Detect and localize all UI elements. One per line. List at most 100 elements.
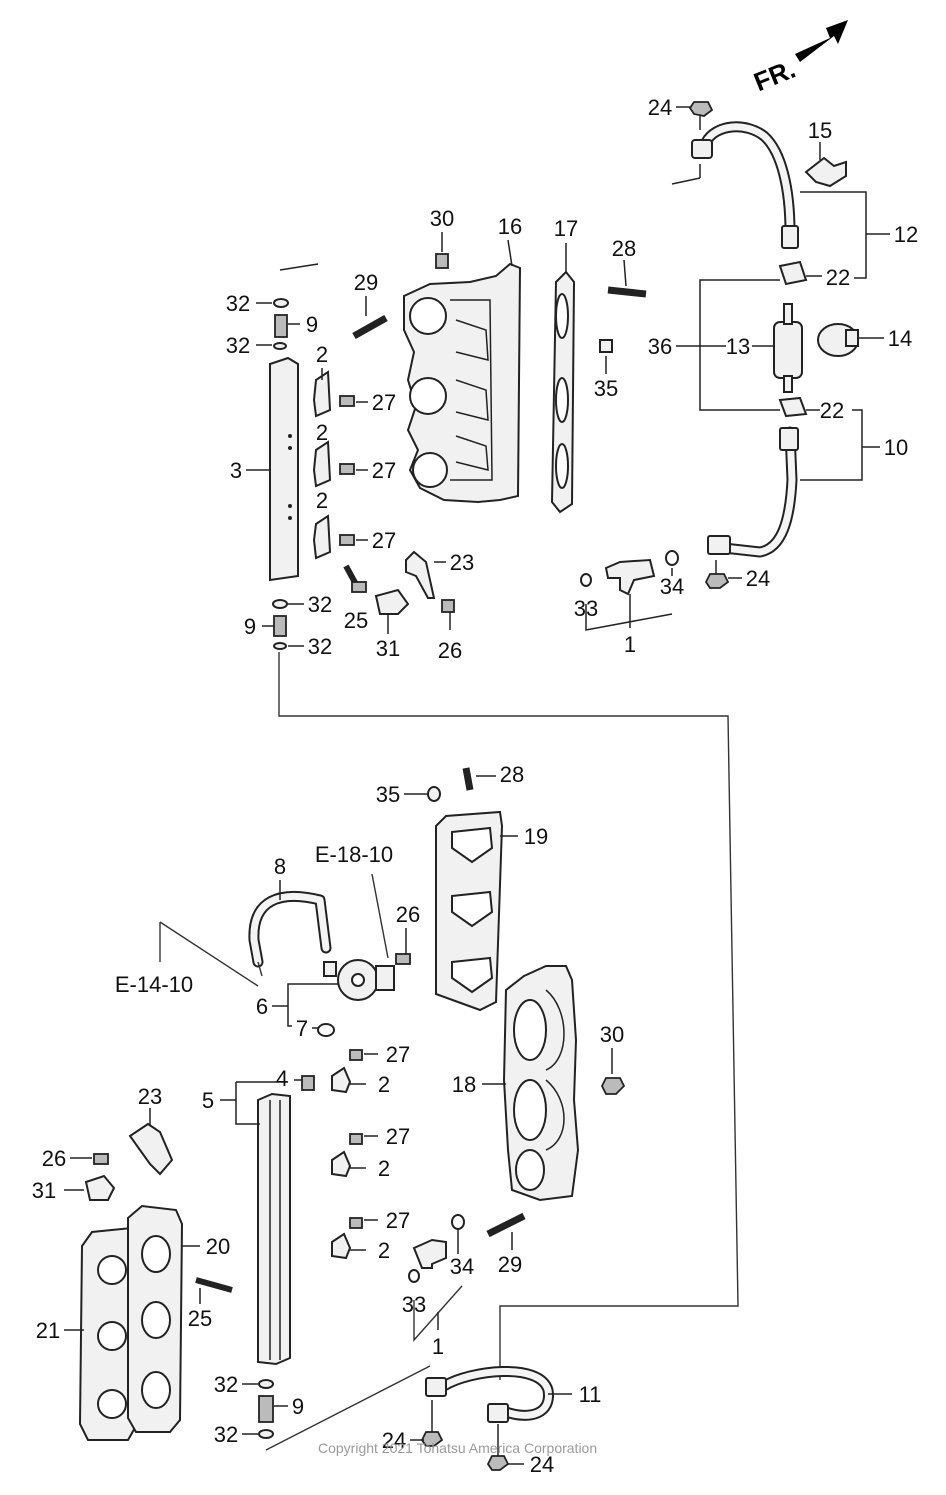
callout-19: 19 xyxy=(524,824,548,849)
callout-12: 12 xyxy=(894,222,918,247)
callout-35-upper: 35 xyxy=(594,376,618,401)
callout-26-lower-b: 26 xyxy=(42,1146,66,1171)
fuel-hose-11 xyxy=(425,1366,554,1423)
callout-34-lower: 34 xyxy=(450,1254,474,1279)
callout-16: 16 xyxy=(498,214,522,239)
callout-1-upper: 1 xyxy=(624,632,636,657)
front-direction-marker: FR. xyxy=(750,20,848,97)
bolt-26-lower xyxy=(93,1153,109,1165)
callout-25-upper: 25 xyxy=(344,608,368,633)
bracket-23-upper xyxy=(405,550,455,613)
callout-33-lower: 33 xyxy=(402,1292,426,1317)
callout-28-upper: 28 xyxy=(612,236,636,261)
seals-and-filter-lower xyxy=(258,1365,431,1451)
callout-18: 18 xyxy=(452,1072,476,1097)
callout-35-lower: 35 xyxy=(376,782,400,807)
callout-27-upper-a: 27 xyxy=(372,390,396,415)
callout-1-lower: 1 xyxy=(432,1334,444,1359)
callout-5: 5 xyxy=(202,1088,214,1113)
fuel-rail-5 xyxy=(257,1092,291,1366)
brackets-2-upper xyxy=(312,370,355,560)
callout-14: 14 xyxy=(888,326,912,351)
callout-24-upper-a: 24 xyxy=(648,95,672,120)
callout-4: 4 xyxy=(276,1066,288,1091)
nut-30-lower xyxy=(600,1077,626,1095)
callouts-lower: 35 28 19 8 26 6 7 30 27 2 4 5 18 23 27 2… xyxy=(32,762,624,1477)
callout-27-lower-b: 27 xyxy=(386,1124,410,1149)
bracket-23-lower xyxy=(128,1122,174,1176)
callout-32-lower-a: 32 xyxy=(214,1372,238,1397)
callouts-upper: 24 15 12 22 14 13 36 22 10 24 34 33 1 30… xyxy=(226,95,918,663)
fr-label: FR. xyxy=(750,54,800,98)
seals-and-filter-upper xyxy=(272,263,319,650)
gasket-20 xyxy=(127,1204,184,1433)
callout-6: 6 xyxy=(256,994,268,1019)
callout-9-upper: 9 xyxy=(306,312,318,337)
callout-26-upper: 26 xyxy=(438,638,462,663)
bolt-24-mid xyxy=(704,560,730,589)
filter-band-14 xyxy=(817,323,859,357)
stud-29-lower xyxy=(486,1212,526,1238)
gasket-19 xyxy=(435,810,504,1012)
callout-2-upper-b: 2 xyxy=(316,420,328,445)
xref-e-14-10[interactable]: E-14-10 xyxy=(115,972,193,997)
callout-30-lower: 30 xyxy=(600,1022,624,1047)
callout-7: 7 xyxy=(296,1016,308,1041)
callout-27-upper-b: 27 xyxy=(372,458,396,483)
xref-e-18-10[interactable]: E-18-10 xyxy=(315,842,393,867)
callout-31-lower: 31 xyxy=(32,1178,56,1203)
callout-33-upper: 33 xyxy=(574,596,598,621)
callout-13: 13 xyxy=(726,334,750,359)
callout-21: 21 xyxy=(36,1318,60,1343)
callout-25-lower: 25 xyxy=(188,1306,212,1331)
hose-clip-15 xyxy=(804,156,847,188)
callout-23-upper: 23 xyxy=(450,550,474,575)
callout-2-upper-a: 2 xyxy=(316,342,328,367)
fuel-filter-13 xyxy=(773,303,803,393)
callout-34-upper: 34 xyxy=(660,574,684,599)
callout-32-upper-b: 32 xyxy=(226,333,250,358)
clip-22-top xyxy=(778,260,808,286)
callout-26-lower-a: 26 xyxy=(396,902,420,927)
callout-22-upper-b: 22 xyxy=(820,398,844,423)
brackets-2-lower xyxy=(331,1049,363,1260)
callout-32-upper-a: 32 xyxy=(226,291,250,316)
callout-27-upper-c: 27 xyxy=(372,528,396,553)
callout-2-lower-b: 2 xyxy=(378,1156,390,1181)
cross-references: E-18-10 E-14-10 xyxy=(115,842,393,997)
dowel-35-lower xyxy=(427,786,441,802)
callout-24-upper-b: 24 xyxy=(746,566,770,591)
injector-1-upper xyxy=(580,550,679,596)
callout-24-lower-b: 24 xyxy=(530,1452,554,1477)
callout-28-lower: 28 xyxy=(500,762,524,787)
callout-9-upper-b: 9 xyxy=(244,614,256,639)
callout-2-lower-a: 2 xyxy=(378,1072,390,1097)
copyright-notice: Copyright 2021 Tohatsu America Corporati… xyxy=(318,1440,597,1456)
callout-22-upper-a: 22 xyxy=(826,265,850,290)
gasket-17 xyxy=(550,270,576,514)
leader-lines-upper xyxy=(246,106,890,647)
intake-manifold-16 xyxy=(403,262,522,504)
gasket-21 xyxy=(78,1226,142,1441)
bolts-24-lower xyxy=(420,1400,510,1471)
bolt-4-lower xyxy=(301,1075,315,1091)
callout-17: 17 xyxy=(554,216,578,241)
callout-11: 11 xyxy=(579,1382,602,1407)
stud-29-upper xyxy=(352,314,388,340)
clamp-31-upper xyxy=(374,588,410,615)
injector-1-lower xyxy=(408,1214,465,1342)
callout-32-upper-c: 32 xyxy=(308,592,332,617)
callout-3: 3 xyxy=(230,458,242,483)
callout-31-upper: 31 xyxy=(376,636,400,661)
callout-32-lower-b: 32 xyxy=(214,1422,238,1447)
fuel-hose-12 xyxy=(671,121,799,249)
leader-lines-lower xyxy=(64,775,613,1465)
bolt-25-lower xyxy=(195,1277,233,1293)
front-arrow-icon xyxy=(795,20,848,62)
callout-30-upper: 30 xyxy=(430,206,454,231)
callout-2-lower-c: 2 xyxy=(378,1238,390,1263)
callout-27-lower-c: 27 xyxy=(386,1208,410,1233)
callout-29-lower: 29 xyxy=(498,1252,522,1277)
callout-20: 20 xyxy=(206,1234,230,1259)
